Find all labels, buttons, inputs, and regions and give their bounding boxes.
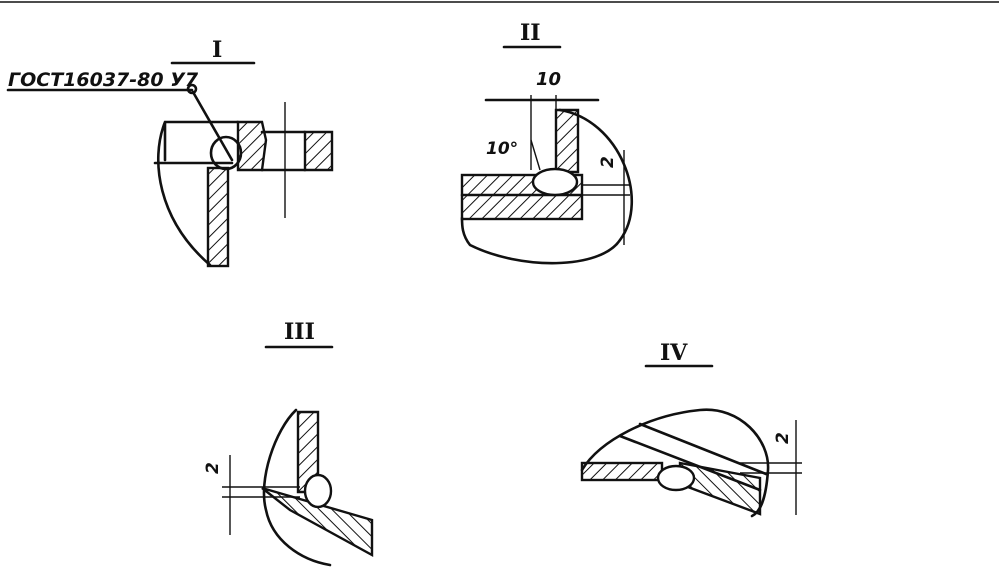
view-2-weld (531, 167, 579, 197)
angle-label: 10° (486, 139, 518, 159)
view-2-boundary (460, 108, 634, 265)
view-3: III 2 (203, 319, 374, 567)
view-3-gap-label: 2 (203, 462, 223, 474)
view-1-weld (209, 135, 243, 171)
standard-reference: ГОСТ16037-80 У7 (8, 69, 199, 91)
view-1-flange (303, 130, 334, 172)
weld-symbol-circle (186, 83, 198, 95)
view-1: I ГОСТ16037-80 У7 (6, 37, 334, 268)
view-3-weld (303, 473, 333, 509)
view-1-vertical-plate (206, 166, 230, 268)
view-4-weld (656, 464, 696, 492)
view-3-boundary (262, 408, 332, 567)
view-2-title: II (520, 20, 541, 46)
leader-line (191, 90, 234, 162)
view-1-outline (153, 120, 240, 267)
view-2-vertical-plate (554, 108, 580, 174)
view-2: II 10 10° 2 (460, 20, 634, 265)
view-4-title: IV (660, 340, 688, 366)
view-3-sloped-plate (261, 486, 374, 558)
view-1-horizontal-plate (236, 120, 268, 172)
view-4: IV 2 (580, 340, 802, 518)
view-3-title: III (284, 319, 315, 345)
view-4-horizontal-plate (580, 461, 664, 482)
dim-width-label: 10 (536, 69, 561, 90)
angle-line (530, 139, 541, 171)
view-4-gap-label: 2 (773, 432, 793, 444)
view-1-title: I (212, 37, 222, 63)
view-2-gap-label: 2 (598, 156, 618, 168)
view-4-diag-2 (638, 422, 768, 476)
